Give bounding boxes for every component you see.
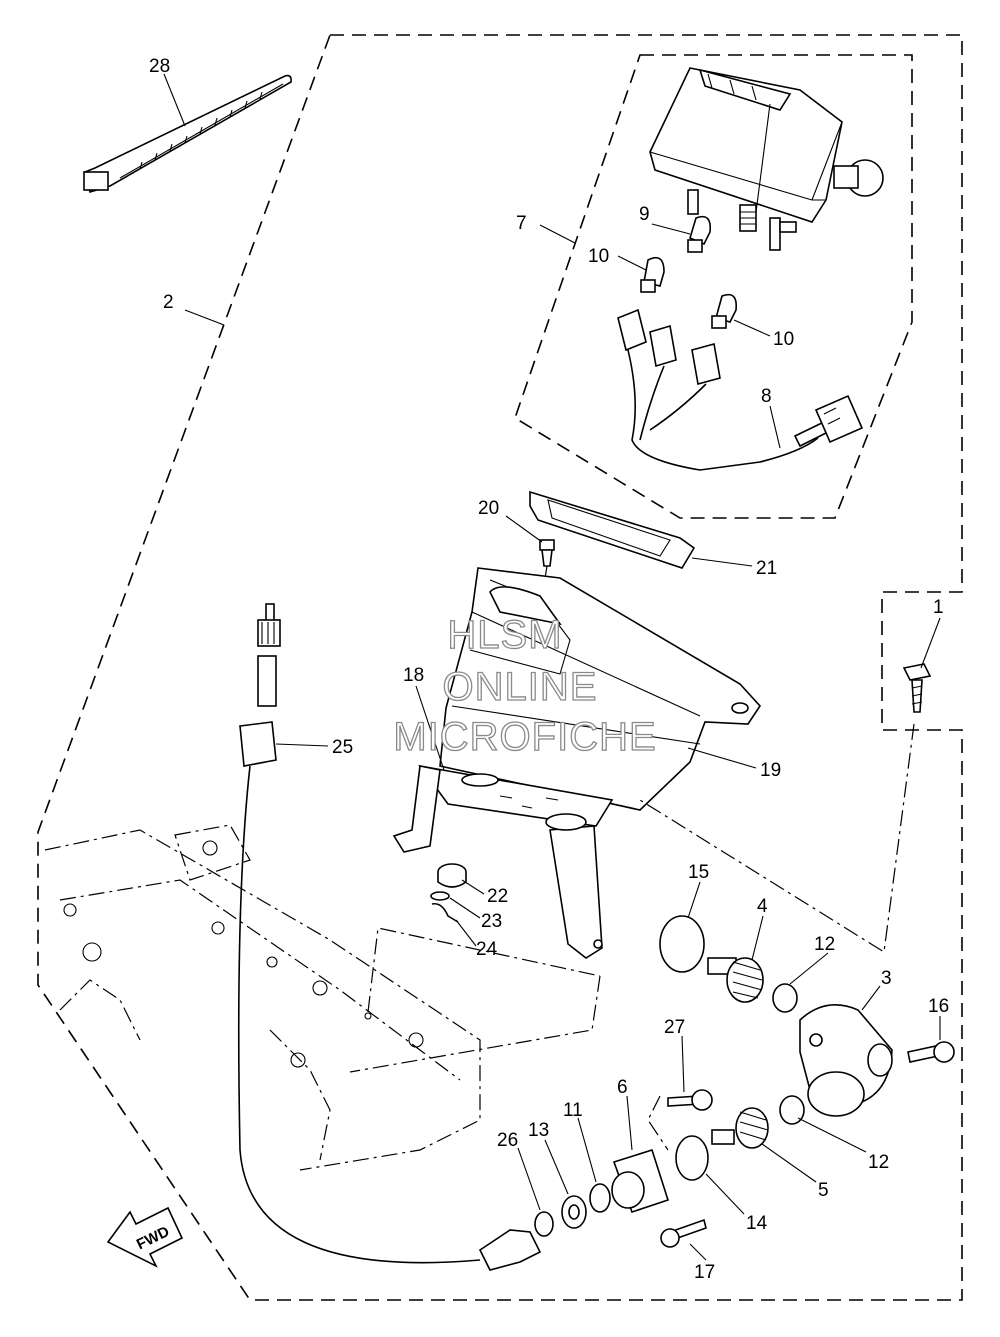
bulb-9	[687, 215, 712, 253]
grommet-22	[437, 863, 467, 888]
callout-6: 6	[617, 1077, 628, 1098]
frame-member	[44, 824, 481, 1171]
callout-27: 27	[664, 1017, 685, 1038]
clip-24	[431, 902, 459, 923]
callout-19: 19	[760, 760, 781, 781]
assembly-boundary	[37, 34, 963, 1301]
callout-26: 26	[497, 1130, 518, 1151]
callout-13: 13	[528, 1120, 549, 1141]
callout-14: 14	[746, 1213, 768, 1234]
callout-25: 25	[332, 737, 353, 758]
screw-27	[667, 1089, 713, 1111]
callout-22: 22	[487, 886, 508, 907]
meter-bracket	[392, 764, 614, 959]
callout-24: 24	[476, 939, 498, 960]
oil-seal-13	[561, 1195, 587, 1229]
bushing-12-lower	[779, 1095, 805, 1125]
bulb-socket-harness	[617, 308, 864, 471]
callout-18: 18	[403, 665, 424, 686]
bulb-10-left	[640, 256, 665, 293]
callout-21: 21	[756, 558, 777, 579]
callout-labels: 1 2 3 4 5 6 7 8 9 10 10 11 12 12 13 14 1…	[149, 56, 949, 1283]
meter-body	[649, 67, 884, 251]
watermark-line-1: HLSM	[447, 613, 562, 657]
meter-lens-cover	[529, 490, 696, 569]
meter-assembly-boundary	[514, 54, 913, 519]
callout-10-left: 10	[588, 246, 609, 267]
watermark: HLSM ONLINE MICROFICHE	[393, 612, 657, 759]
watermark-line-2: ONLINE	[443, 665, 598, 709]
callout-23: 23	[481, 911, 502, 932]
callout-16: 16	[928, 996, 949, 1017]
callout-4: 4	[757, 896, 768, 917]
alignment-line-1	[367, 927, 601, 1013]
cable-joint	[611, 1148, 670, 1214]
callout-9: 9	[639, 204, 650, 225]
callout-7: 7	[516, 213, 527, 234]
bulb-10-right	[711, 293, 738, 329]
drive-gear	[707, 957, 764, 1003]
alignment-line-3	[639, 723, 915, 954]
gear-housing	[799, 1004, 893, 1117]
bolt-16	[907, 1041, 955, 1063]
washer-11	[589, 1183, 611, 1213]
watermark-line-3: MICROFICHE	[393, 715, 656, 759]
screw-1	[902, 663, 932, 713]
callout-12-upper: 12	[814, 934, 835, 955]
callout-3: 3	[881, 968, 892, 989]
callout-2: 2	[163, 292, 174, 313]
bushing-12-upper	[772, 983, 798, 1013]
leader-lines	[163, 73, 941, 1261]
callout-17: 17	[694, 1262, 715, 1283]
alignment-line-4	[647, 1095, 669, 1151]
callout-11: 11	[563, 1100, 583, 1121]
callout-1: 1	[933, 597, 944, 618]
callout-8: 8	[761, 386, 772, 407]
o-ring-14	[675, 1135, 709, 1181]
meter-housing	[439, 567, 762, 811]
screw-17	[660, 1218, 707, 1248]
cable-tie	[83, 74, 292, 194]
forward-direction-arrow: FWD	[106, 1206, 184, 1268]
callout-15: 15	[688, 862, 709, 883]
callout-5: 5	[818, 1180, 829, 1201]
callout-28: 28	[149, 56, 170, 77]
callout-20: 20	[478, 498, 499, 519]
driven-gear	[711, 1107, 769, 1149]
speedometer-cable	[237, 603, 542, 1271]
callout-12-lower: 12	[868, 1152, 889, 1173]
o-ring-26	[534, 1211, 554, 1237]
washer-23	[430, 891, 450, 901]
alignment-line-2	[349, 975, 601, 1073]
o-ring-15	[659, 915, 705, 973]
callout-10-right: 10	[773, 329, 794, 350]
